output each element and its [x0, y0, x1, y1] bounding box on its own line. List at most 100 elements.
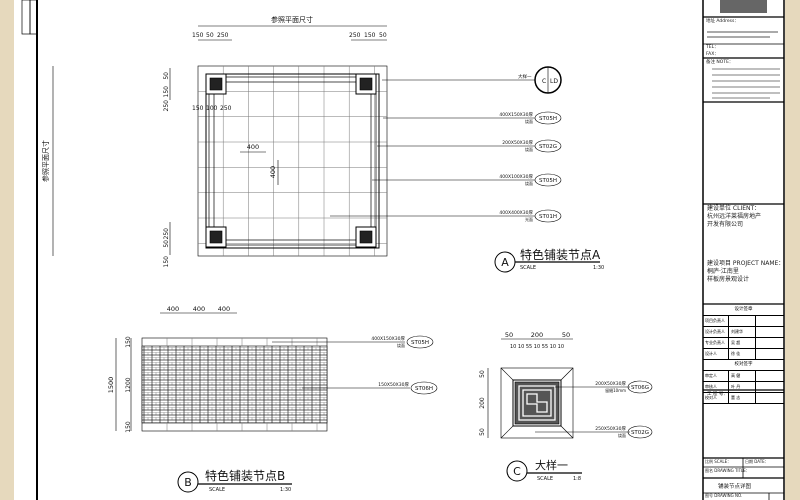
dim-text: 200 [479, 397, 486, 409]
company-logo [720, 0, 767, 13]
signer-name: 刘建华 [729, 327, 756, 337]
project-line: 桐庐·江南里 [707, 268, 739, 275]
drawing-no-label: 图号 DRAWING NO. [705, 493, 743, 498]
table-header: 校对签字 [703, 360, 784, 371]
material-code-st02g: ST02G [631, 430, 649, 436]
tel-label: TEL： [706, 45, 719, 50]
fax-label: FAX： [706, 52, 719, 57]
client-line: 开发有限公司 [707, 221, 744, 228]
dim-text: 50 [206, 32, 214, 39]
right-margin [785, 0, 800, 500]
callout-finish: 光面 [525, 216, 533, 222]
signer-name: 徐 佳 [729, 349, 756, 359]
role-label: 项目负责人 [703, 316, 729, 326]
drawing-title: 铺装节点详图 [718, 484, 752, 490]
callout-spec: 200X50X30厚 [595, 381, 626, 387]
role-label: 校对人 [703, 393, 729, 403]
dim-text: 1200 [125, 377, 132, 392]
dim-text: 200 [531, 331, 543, 339]
title-c: 大样一 [535, 458, 568, 472]
sub-dims: 10 10 55 10 55 10 10 [510, 344, 564, 350]
dim-text: 100 [206, 105, 218, 112]
signer-name: 叶 丹 [729, 382, 756, 392]
corner-pattern [209, 230, 223, 244]
signature-row: 校对人董 志 [703, 393, 784, 404]
scale-label: SCALE [537, 476, 553, 482]
dim-text: 400 [167, 305, 179, 313]
dim-text: 50 [479, 428, 486, 436]
client-line: 杭州远洋莱福房地产 [707, 213, 762, 220]
dim-text: 50 [163, 240, 170, 248]
overall-dim: 1500 [107, 377, 115, 394]
dim-text: 50 [505, 331, 513, 339]
signature-cell [756, 327, 784, 337]
signature-row: 审核人叶 丹 [703, 382, 784, 393]
work-no-label: 工 程 号： [707, 392, 728, 397]
grid-dim-v: 400 [269, 166, 277, 178]
signature-cell [756, 393, 784, 403]
dim-text: 50 [479, 370, 486, 378]
drawing-title-label: 图名 DRAWING TITLE： [705, 468, 750, 473]
signature-row: 设计人徐 佳 [703, 349, 784, 360]
signature-row: 审定人高 健 [703, 371, 784, 382]
role-label: 设计人 [703, 349, 729, 359]
callout-finish: 烧面 [618, 432, 626, 438]
dim-text: 50 [163, 72, 170, 80]
callout-spec: 150X50X30厚 [378, 382, 409, 388]
signature-cell [756, 338, 784, 348]
dim-text: 150 [192, 32, 204, 39]
corner-pattern [209, 77, 223, 91]
dim-text: 400 [193, 305, 205, 313]
callout-finish: 烧面 [525, 146, 533, 152]
address-label: 地址 Address： [706, 19, 739, 24]
signature-cell [756, 382, 784, 392]
plan-a [52, 25, 600, 273]
scale-value: 1:30 [280, 487, 291, 493]
side-dimension-label: 参照平面尺寸 [41, 140, 50, 182]
callout-spec: 250X50X30厚 [595, 426, 626, 432]
dim-text: 150 [125, 336, 132, 348]
detail-c [487, 338, 653, 482]
callout-spec: 200X50X30厚 [502, 140, 533, 146]
callout-spec: 400X150X30厚 [371, 336, 405, 342]
signature-row: 专业负责人吴 超 [703, 338, 784, 349]
dim-text: 250 [163, 100, 170, 112]
material-code-st02g: ST02G [539, 144, 557, 150]
scale-label: SCALE [520, 265, 536, 271]
corner-pattern [359, 230, 373, 244]
role-label: 审定人 [703, 371, 729, 381]
title-marker-a: A [501, 256, 509, 269]
dim-text: 50 [562, 331, 570, 339]
signer-name: 吴 超 [729, 338, 756, 348]
callout-finish: 烧面 [525, 118, 533, 124]
grid-dim-h: 400 [247, 143, 259, 151]
dim-text: 400 [218, 305, 230, 313]
signature-table: 设计签章项目负责人设计负责人刘建华专业负责人吴 超设计人徐 佳校对签字审定人高 … [703, 305, 784, 404]
signature-cell [756, 316, 784, 326]
dim-text: 150 [163, 86, 170, 98]
material-code-st06h: ST06H [415, 386, 433, 392]
client-label: 建设单位 CLIENT： [707, 205, 761, 212]
title-marker-c: C [513, 465, 521, 478]
binding-strip [29, 0, 38, 35]
title-block [703, 0, 784, 500]
signature-cell [756, 371, 784, 381]
signer-name: 董 志 [729, 393, 756, 403]
role-label: 专业负责人 [703, 338, 729, 348]
scale-field: 比例 SCALE： [705, 459, 732, 464]
callout-spec: 400X150X30厚 [499, 112, 533, 118]
material-code-st05h: ST05H [411, 340, 429, 346]
project-label: 建设项目 PROJECT NAME： [707, 260, 785, 267]
role-label: 设计负责人 [703, 327, 729, 337]
table-header: 设计签章 [703, 305, 784, 316]
signer-name: 高 健 [729, 371, 756, 381]
dim-text: 250 [217, 32, 229, 39]
top-dimension-label: 参照平面尺寸 [271, 15, 313, 24]
binding-strip [21, 0, 31, 35]
signature-cell [756, 349, 784, 359]
plan-b [115, 312, 438, 493]
detail-sheet: LD [550, 78, 558, 85]
callout-finish: 烧面 [397, 342, 405, 348]
dim-text: 250 [349, 32, 361, 39]
title-a: 特色铺装节点A [520, 247, 601, 262]
